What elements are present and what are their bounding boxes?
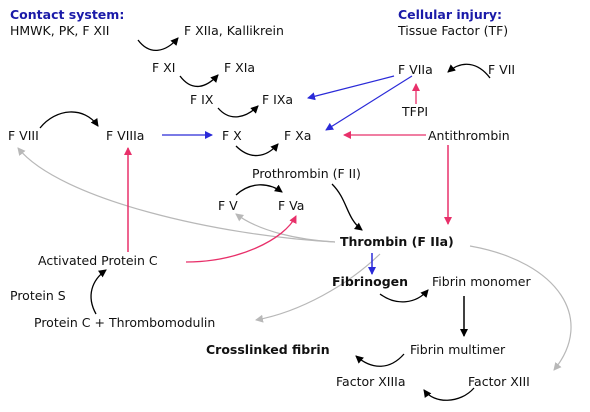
arrow-f12-activation bbox=[137, 37, 179, 51]
node-activated-protein-c: Activated Protein C bbox=[38, 253, 158, 268]
node-f10a: F Xa bbox=[284, 128, 311, 143]
arrow-f7a-to-f9a bbox=[307, 75, 395, 101]
node-fibrin-monomer: Fibrin monomer bbox=[432, 274, 531, 289]
arrow-f7a-to-f10a bbox=[325, 75, 413, 131]
node-f9: F IX bbox=[190, 92, 214, 107]
node-f10: F X bbox=[222, 128, 242, 143]
arrow-thrombin-to-proteinc bbox=[255, 253, 381, 323]
arrow-f10-activation bbox=[235, 143, 279, 157]
node-protein-c-thrombomodulin: Protein C + Thrombomodulin bbox=[34, 315, 215, 330]
node-fibrinogen: Fibrinogen bbox=[332, 274, 408, 289]
arrow-thrombin-to-f13 bbox=[469, 245, 572, 371]
node-thrombin: Thrombin (F IIa) bbox=[340, 234, 454, 249]
arrow-f7-activation bbox=[447, 63, 491, 79]
node-tissue-factor: Tissue Factor (TF) bbox=[397, 23, 508, 38]
arrow-f11-activation bbox=[179, 74, 219, 88]
node-protein-s: Protein S bbox=[10, 288, 66, 303]
node-f8a: F VIIIa bbox=[106, 128, 144, 143]
arrow-multimer-to-crosslinked bbox=[355, 353, 405, 367]
arrow-f5-activation bbox=[235, 184, 283, 196]
arrow-apc-to-f5a bbox=[185, 215, 297, 263]
node-f11a: F XIa bbox=[224, 60, 255, 75]
node-f5a: F Va bbox=[278, 198, 304, 213]
node-f9a: F IXa bbox=[262, 92, 293, 107]
node-f12a-kallikrein: F XIIa, Kallikrein bbox=[184, 23, 284, 38]
node-f7a: F VIIa bbox=[398, 62, 433, 77]
node-hmwk-pk-f12: HMWK, PK, F XII bbox=[10, 23, 109, 38]
arrow-thrombin-to-f8 bbox=[17, 147, 336, 243]
arrow-f9-activation bbox=[217, 105, 259, 118]
contact-system-heading: Contact system: bbox=[10, 7, 124, 22]
node-factor-13a: Factor XIIIa bbox=[336, 374, 406, 389]
node-f11: F XI bbox=[152, 60, 175, 75]
node-f7: F VII bbox=[488, 62, 515, 77]
node-crosslinked-fibrin: Crosslinked fibrin bbox=[206, 342, 330, 357]
node-f5: F V bbox=[218, 198, 238, 213]
node-tfpi: TFPI bbox=[401, 104, 428, 119]
cellular-injury-heading: Cellular injury: bbox=[398, 7, 502, 22]
node-prothrombin: Prothrombin (F II) bbox=[252, 166, 361, 181]
node-factor-13: Factor XIII bbox=[468, 374, 530, 389]
arrow-protein-c-activation bbox=[90, 269, 107, 315]
node-f8: F VIII bbox=[8, 128, 39, 143]
arrow-f13-activation bbox=[423, 387, 475, 401]
arrow-f8-activation bbox=[39, 111, 99, 129]
node-fibrin-multimer: Fibrin multimer bbox=[410, 342, 506, 357]
arrow-prothrombin-activation bbox=[331, 183, 363, 231]
node-antithrombin: Antithrombin bbox=[428, 128, 510, 143]
arrow-fibrinogen-to-monomer bbox=[379, 289, 429, 303]
